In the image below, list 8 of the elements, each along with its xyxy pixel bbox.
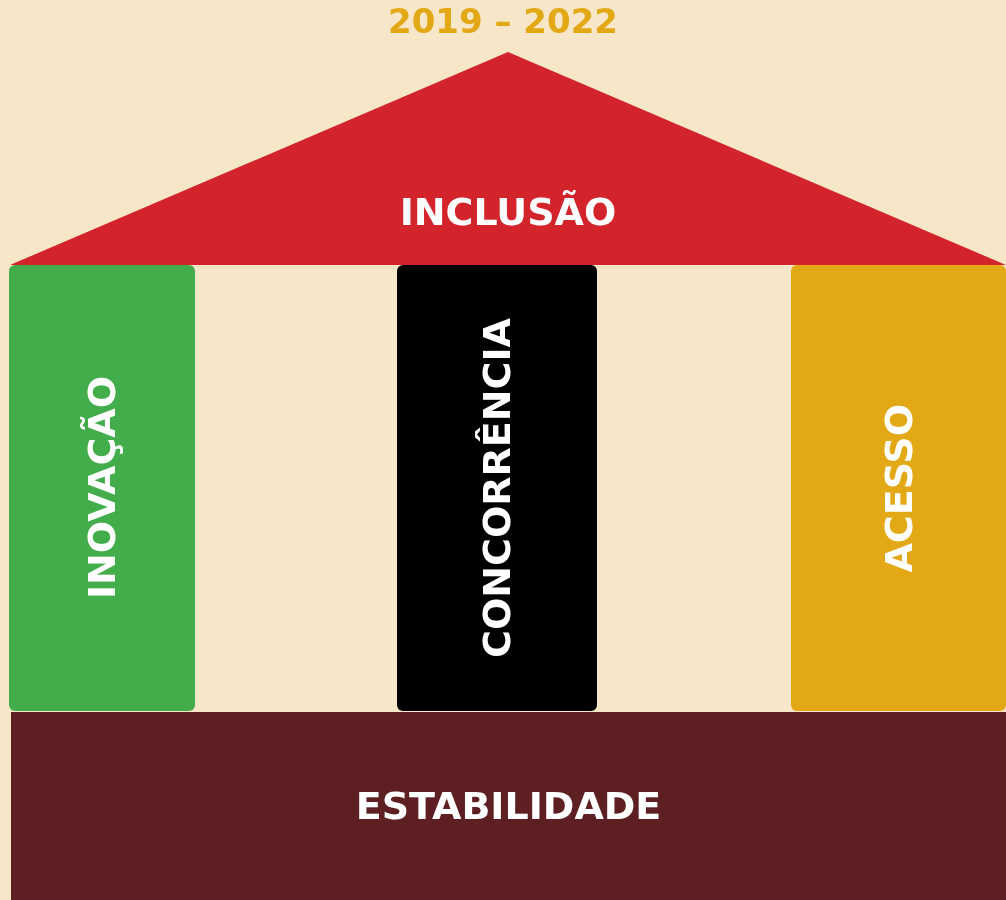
base-label: ESTABILIDADE <box>355 787 662 825</box>
pillar <box>791 265 1006 711</box>
title: 2019 – 2022 <box>388 4 618 38</box>
pillar <box>9 265 195 711</box>
pillar-label: ACESSO <box>879 403 918 573</box>
base-block <box>11 712 1006 900</box>
roof-triangle <box>10 52 1006 265</box>
pillar <box>397 265 597 711</box>
